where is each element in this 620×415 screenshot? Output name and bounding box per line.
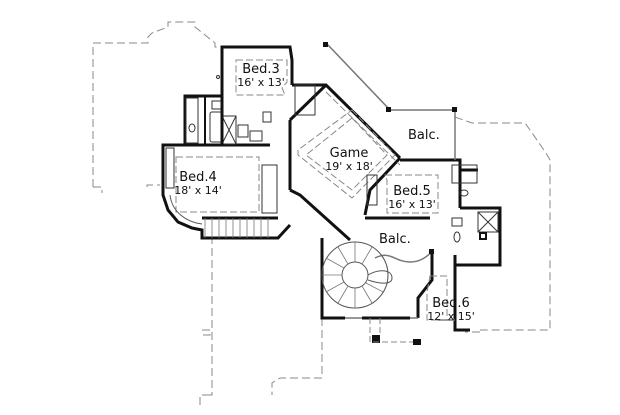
balcony-label-lower: Balc. [379,232,411,247]
room-dimensions: 12' x 15' [427,309,475,323]
room-name: Bed.6 [432,296,470,311]
room-label-bed3: Bed.3 16' x 13' [234,63,288,88]
room-label-bed4: Bed.4 18' x 14' [163,171,233,196]
room-label-bed6: Bed.6 12' x 15' [421,297,481,322]
room-name: Bed.5 [393,184,431,199]
lower-roof-outline-right [454,116,551,333]
spiral-staircase [321,241,393,309]
room-dimensions: 18' x 14' [174,183,222,197]
room-dimensions: 19' x 18' [325,159,373,173]
room-name: Bed.4 [179,170,217,185]
room-label-game: Game 19' x 18' [314,147,384,172]
porch-columns [369,318,413,343]
bath-left-fixtures [185,96,272,145]
railing-posts [323,42,457,345]
room-name: Bed.3 [242,62,280,77]
lower-roof-outline-bottom [199,236,323,405]
room-label-bed5: Bed.5 16' x 13' [380,185,444,210]
game-room-ceiling-outline [297,91,401,199]
balcony-railing [326,44,456,321]
room-dimensions: 16' x 13' [388,197,436,211]
room-name: Game [329,146,369,161]
room-ceiling-outlines [175,59,448,321]
game-room-walls [288,83,328,190]
bath-right-fixtures [451,164,499,243]
straight-staircase [204,218,269,238]
curved-stair-bed4 [169,194,203,225]
balcony-label-upper: Balc. [408,128,440,143]
room-dimensions: 16' x 13' [237,75,285,89]
closets [165,75,378,214]
lower-roof-outline-left [92,21,222,193]
